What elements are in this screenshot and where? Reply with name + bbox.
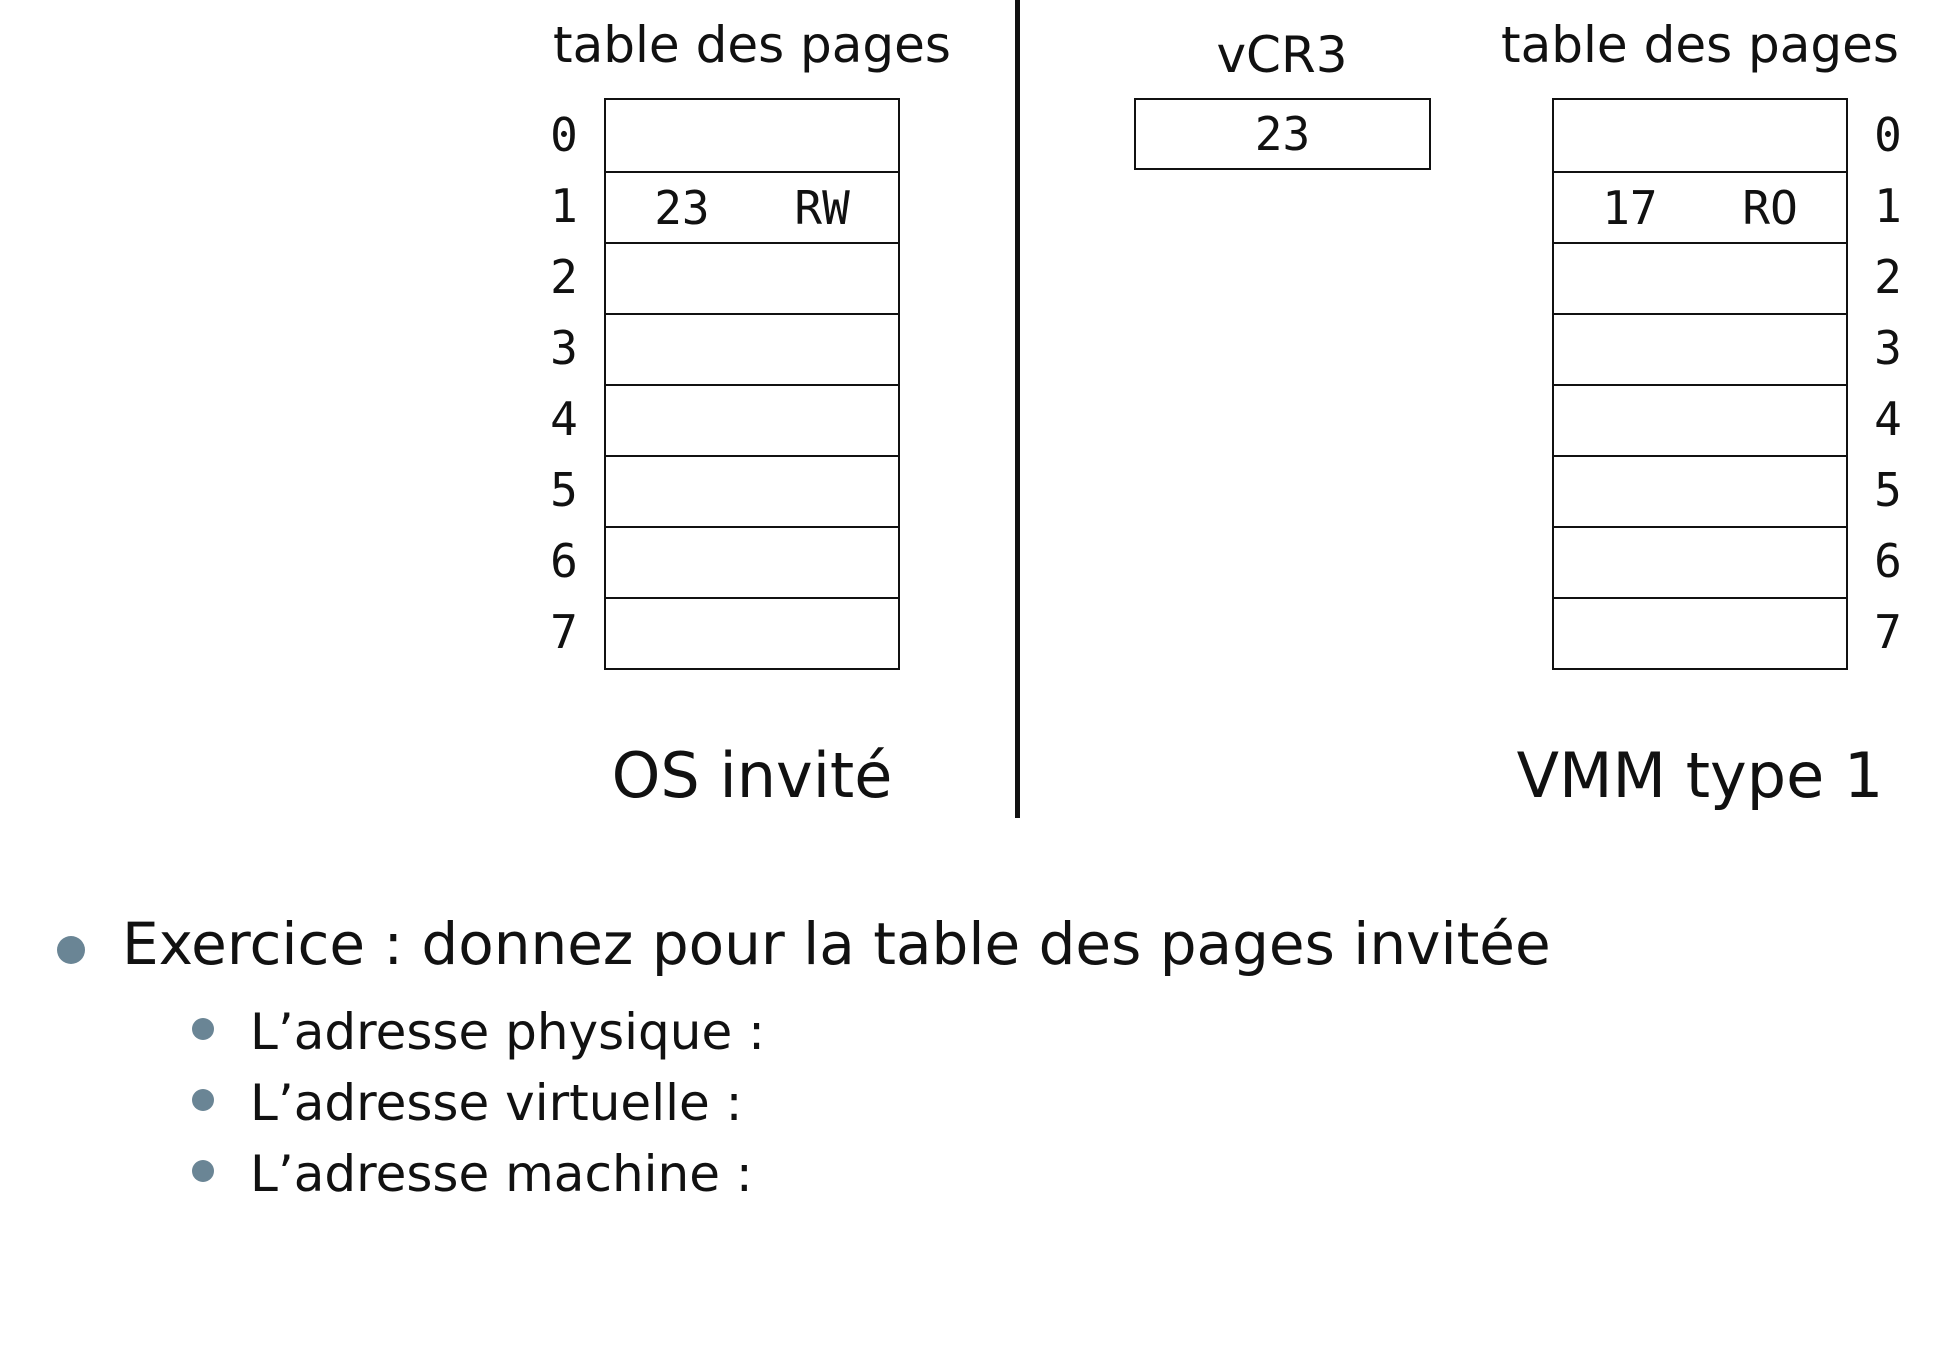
row-index-label: 7 xyxy=(550,604,578,659)
frame-number: 17 xyxy=(1602,180,1658,235)
guest-page-table: 23 RW xyxy=(604,98,900,670)
exercise-item-virtual: L’adresse virtuelle : xyxy=(250,1074,743,1132)
row-index-label: 3 xyxy=(550,320,578,375)
guest-os-caption: OS invité xyxy=(611,739,893,812)
page-table-row xyxy=(606,526,898,597)
access-flag: RO xyxy=(1742,180,1798,235)
page-table-row: 17 RO xyxy=(1554,171,1846,242)
page-table-row xyxy=(606,100,898,171)
guest-table-title: table des pages xyxy=(553,16,951,74)
row-index-label: 2 xyxy=(1874,249,1902,304)
page-table-row xyxy=(606,455,898,526)
row-index-label: 0 xyxy=(1874,107,1902,162)
frame-number: 23 xyxy=(654,180,710,235)
bullet-icon xyxy=(192,1018,214,1040)
row-index-label: 2 xyxy=(550,249,578,304)
page-table-row xyxy=(606,242,898,313)
row-index-label: 7 xyxy=(1874,604,1902,659)
row-index-label: 5 xyxy=(1874,462,1902,517)
page-table-row: 23 RW xyxy=(606,171,898,242)
page-table-row xyxy=(606,313,898,384)
exercise-item-physical: L’adresse physique : xyxy=(250,1003,765,1061)
row-index-label: 1 xyxy=(550,178,578,233)
row-index-label: 5 xyxy=(550,462,578,517)
page-table-row xyxy=(1554,100,1846,171)
exercise-prompt: Exercice : donnez pour la table des page… xyxy=(122,910,1551,978)
row-index-label: 4 xyxy=(1874,391,1902,446)
row-index-label: 4 xyxy=(550,391,578,446)
row-index-label: 0 xyxy=(550,107,578,162)
bullet-icon xyxy=(57,936,85,964)
exercise-item-machine: L’adresse machine : xyxy=(250,1145,753,1203)
page-table-row xyxy=(1554,313,1846,384)
row-index-label: 3 xyxy=(1874,320,1902,375)
vcr3-label: vCR3 xyxy=(1216,26,1348,84)
vmm-caption: VMM type 1 xyxy=(1516,739,1884,812)
page-table-row xyxy=(606,597,898,668)
bullet-icon xyxy=(192,1160,214,1182)
vertical-divider xyxy=(1015,0,1020,818)
bullet-icon xyxy=(192,1089,214,1111)
row-index-label: 1 xyxy=(1874,178,1902,233)
page-table-row xyxy=(606,384,898,455)
row-index-label: 6 xyxy=(550,533,578,588)
row-index-label: 6 xyxy=(1874,533,1902,588)
vcr3-value: 23 xyxy=(1254,107,1311,161)
page-table-row xyxy=(1554,384,1846,455)
page-table-row xyxy=(1554,597,1846,668)
vmm-table-title: table des pages xyxy=(1501,16,1899,74)
page-table-row xyxy=(1554,242,1846,313)
page-table-row xyxy=(1554,526,1846,597)
vmm-page-table: 17 RO xyxy=(1552,98,1848,670)
page-table-row xyxy=(1554,455,1846,526)
vcr3-register: 23 xyxy=(1134,98,1431,170)
access-flag: RW xyxy=(794,180,850,235)
